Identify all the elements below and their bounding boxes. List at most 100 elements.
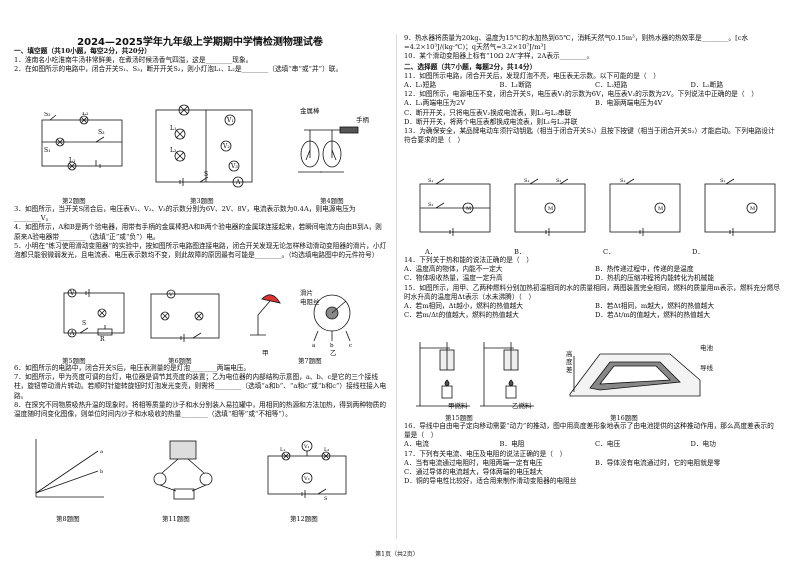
svg-text:S₁: S₁ <box>720 178 725 184</box>
caption-figure-16: 第16题图 <box>610 414 638 422</box>
section-choice-title: 二、选择题（共7小题，每题2分，共14分） <box>404 62 537 71</box>
q14-option-a[interactable]: A．温度高的物体，内能不一定大 <box>404 265 503 274</box>
q12-option-b[interactable]: B．电源两端电压为4V <box>595 99 663 108</box>
svg-text:c: c <box>349 343 352 347</box>
fig4-handle-label: 手柄 <box>356 116 369 124</box>
question-14: 14．下列关于热和能的说法正确的是（ ） <box>404 256 533 264</box>
fig7-jia-label: 甲 <box>262 349 269 357</box>
figure-6-circuit: V <box>145 288 225 344</box>
right-column-bottom: 16．导线中自由电子定向移动需要“动力”的推动，图中用高度差形象地表示了由电池提… <box>404 422 780 486</box>
q13-option-b[interactable]: B． <box>514 248 526 256</box>
q13-option-c[interactable]: C． <box>603 248 615 256</box>
svg-text:a: a <box>100 449 103 455</box>
svg-text:a: a <box>312 343 316 347</box>
svg-text:b: b <box>100 469 103 475</box>
fig16-wire-label: 导线 <box>700 364 713 372</box>
caption-figure-11: 第11题图 <box>162 515 190 523</box>
q11-option-b[interactable]: B．L₁断路 <box>499 81 532 90</box>
fig4-rod-label: 金属棒 <box>300 107 320 115</box>
svg-text:S₂: S₂ <box>556 178 561 184</box>
q13-option-a[interactable]: A． <box>425 248 437 256</box>
svg-text:R: R <box>100 336 105 343</box>
svg-text:M: M <box>658 206 663 212</box>
svg-text:V₃: V₃ <box>230 163 238 170</box>
column-divider <box>396 34 397 539</box>
q11-option-a[interactable]: A．L₁短路 <box>404 81 437 90</box>
fig7-slider-label: 滑片 <box>300 289 313 297</box>
caption-figure-7: 第7题图 <box>298 357 322 365</box>
question-3: 3．如图所示，当开关S闭合后，电压表V₁、V₂、V₃的示数分别为6V、2V、8V… <box>14 205 356 223</box>
q16-option-c[interactable]: C．电压 <box>595 440 621 449</box>
svg-text:L₁: L₁ <box>280 447 285 453</box>
question-7: 7．如图所示，甲为亮度可调的台灯，电位器是调节其亮度的装置；乙为电位器的内部结构… <box>14 373 387 400</box>
q14-option-c[interactable]: C．物体吸收热量，温度一定升高 <box>404 274 503 283</box>
svg-text:M: M <box>548 206 553 212</box>
q14-option-b[interactable]: B．热传递过程中，传递的是温度 <box>595 265 694 274</box>
figure-15-burners <box>410 336 540 412</box>
page-footer: 第1页（共2页） <box>375 551 419 558</box>
svg-text:A: A <box>235 179 241 186</box>
fig16-height-label: 高度差 <box>566 350 573 374</box>
fig15-yi-label: 乙燃料 <box>512 402 532 410</box>
svg-text:S₁: S₁ <box>620 178 625 184</box>
svg-text:S: S <box>204 171 208 178</box>
q16-option-a[interactable]: A．电流 <box>404 440 429 449</box>
q13-option-d[interactable]: D． <box>692 248 705 256</box>
caption-figure-6: 第6题图 <box>168 357 192 365</box>
svg-text:V: V <box>168 292 173 298</box>
svg-text:S: S <box>324 496 328 502</box>
question-15-options-cd: C．若m/Δt的值越大，燃料的热值越大 D．若Δt/m的值越大，燃料的热值越大 <box>404 311 780 320</box>
figure-16-wire-loop <box>560 334 710 410</box>
right-column-middle: 14．下列关于热和能的说法正确的是（ ） A．温度高的物体，内能不一定大 B．热… <box>404 256 780 320</box>
q17-option-d[interactable]: D．铜的导电性比较好，适合用来制作滑动变阻器的电阻丝 <box>404 477 577 486</box>
q15-option-d[interactable]: D．若Δt/m的值越大，燃料的热值越大 <box>595 311 711 320</box>
question-17-options-ab: A．当有电流通过电阻时，电阻两端一定有电压 B．导体没有电流通过时，它的电阻就是… <box>404 459 780 468</box>
q17-option-b[interactable]: B．导体没有电流通过时，它的电阻就是零 <box>595 458 721 467</box>
fig15-jia-label: 甲燃料 <box>448 402 468 410</box>
question-12-options-ab: A．L₁两端电压为2V B．电源两端电压为4V <box>404 99 780 108</box>
q15-option-b[interactable]: B．若Δt相同，m越大，燃料的热值越大 <box>595 302 715 311</box>
question-4: 4．如图所示，A和B是两个验电器，用带有手柄的金属棒把A和B两个验电器的金属球连… <box>14 223 382 241</box>
figure-11-circuit <box>140 435 230 505</box>
left-column: 一、填空题（共10小题，每空2分，共20分） 1．淮南名小吃淮南牛汤非常鲜美，在… <box>14 46 388 75</box>
q16-option-b[interactable]: B．电阻 <box>499 440 525 449</box>
question-16: 16．导线中自由电子定向移动需要“动力”的推动，图中用高度差形象地表示了由电池提… <box>404 422 774 440</box>
q15-option-a[interactable]: A．若m相同，Δt越小，燃料的热值越大 <box>404 302 523 311</box>
svg-text:M: M <box>750 206 755 212</box>
left-column-middle: 3．如图所示，当开关S闭合后，电压表V₁、V₂、V₃的示数分别为6V、2V、8V… <box>14 205 388 260</box>
q17-option-a[interactable]: A．当有电流通过电阻时，电阻两端一定有电压 <box>404 458 543 467</box>
section-fill-in-title: 一、填空题（共10小题，每空2分，共20分） <box>14 47 151 55</box>
svg-text:L₂: L₂ <box>82 112 89 117</box>
question-11-options: A．L₁短路 B．L₁断路 C．L₂短路 D．L₂断路 <box>404 81 780 90</box>
question-13: 13．为确保安全，某品牌电动车须拧动钥匙（相当于闭合开关S₁）且按下按键（相当于… <box>404 127 775 145</box>
q12-option-d[interactable]: D．断开开关，将两个电压表都换成电流表，则L₁与L₂并联 <box>404 117 578 126</box>
question-2: 2．在如图所示的电路中，闭合开关S₁、S₃，断开开关S₂，则小灯泡L₁、L₂是_… <box>14 65 343 74</box>
svg-text:V₁: V₁ <box>226 117 234 124</box>
q12-option-a[interactable]: A．L₁两端电压为2V <box>404 99 466 108</box>
right-column-top: 9．热水器将质量为20kg、温度为15℃的水加热到65℃，消耗天然气0.15m³… <box>404 34 780 145</box>
question-16-options: A．电流 B．电阻 C．电压 D．电功 <box>404 440 780 449</box>
question-1: 1．淮南名小吃淮南牛汤非常鲜美，在煮汤时候汤香气四溢，这是________现象。 <box>14 56 253 65</box>
q11-option-d[interactable]: D．L₂断路 <box>690 81 724 90</box>
q14-option-d[interactable]: D．热机的压缩冲程将内能转化为机械能 <box>595 274 715 283</box>
q11-option-c[interactable]: C．L₂短路 <box>595 81 628 90</box>
caption-figure-4: 第4题图 <box>320 197 344 205</box>
svg-text:L₁: L₁ <box>69 157 75 164</box>
svg-text:M: M <box>466 206 471 212</box>
svg-text:V₂: V₂ <box>303 476 310 482</box>
q12-option-c[interactable]: C．断开开关，只将电压表V₂换成电流表，则L₁与L₂串联 <box>404 108 572 117</box>
q15-option-c[interactable]: C．若m/Δt的值越大，燃料的热值越大 <box>404 311 519 320</box>
question-15-options-ab: A．若m相同，Δt越小，燃料的热值越大 B．若Δt相同，m越大，燃料的热值越大 <box>404 302 780 311</box>
q17-option-c[interactable]: C．通过导体的电流越大，导体两端的电压越大 <box>404 468 543 477</box>
svg-text:L₁: L₁ <box>170 125 176 132</box>
question-5: 5．小明在“练习使用滑动变阻器”的实验中，按如图所示电路图连接电路，闭合开关发现… <box>14 241 387 260</box>
q16-option-d[interactable]: D．电功 <box>690 440 716 449</box>
fig7-yi-label: 乙 <box>330 349 337 357</box>
